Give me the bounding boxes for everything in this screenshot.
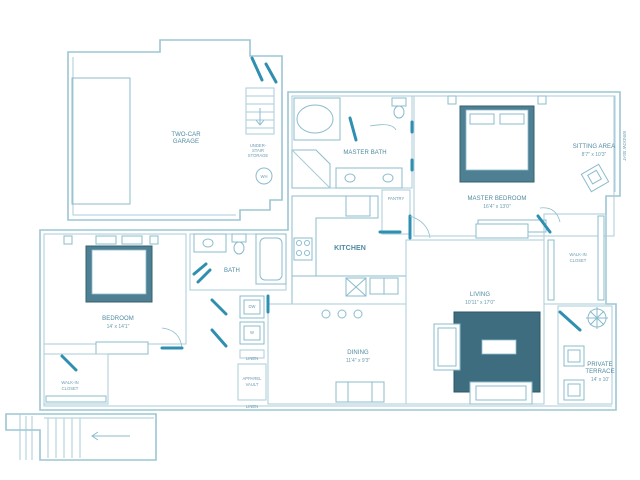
hall-door-2[interactable] [210,328,228,348]
garage: TWO-CAR GARAGE UNDER- STAIR STORAGE WH [67,39,283,221]
walk-in-closet-master: WALK-IN CLOSET [536,207,607,305]
master-bedroom-label: MASTER BEDROOM [467,196,526,202]
apparel-vault-label-1: APPAREL [242,376,262,381]
stool-3 [353,309,363,319]
bath-door-1[interactable] [192,262,208,276]
bath-tub-icon [255,233,287,285]
master-closet-door[interactable] [536,214,552,234]
living-label: LIVING [470,292,491,298]
bath: BATH [189,233,287,291]
garage-door-track [71,77,131,205]
master-bath-door[interactable] [348,116,358,142]
master-bedroom-dims: 16'4" x 13'0" [483,204,511,210]
sitting-chair-icon [580,163,610,193]
master-bath-label: MASTER BATH [343,150,386,156]
dining: DINING 11'4" x 9'3" [267,303,407,405]
water-heater-label: WH [261,174,268,179]
under-stair-label-1: UNDER- [250,143,267,148]
w-label: W [250,330,254,335]
sink-icon-2 [382,173,394,183]
terrace-dims: 14' x 10' [591,377,609,383]
garage-door-2[interactable] [264,62,278,84]
dining-table-icon [335,381,385,403]
apparel-vault-label-2: VAULT [246,382,259,387]
tv-console [475,223,529,239]
kitchen-counter [291,195,379,277]
under-stair-label-2: STAIR [252,148,264,153]
bath-label: BATH [224,268,240,274]
bedroom-dims: 14' x 14'1" [107,324,130,330]
terrace-chair-2 [563,379,585,401]
fridge-icon [345,195,371,217]
garage-label-1: TWO-CAR [171,132,201,138]
stool-1 [321,309,331,319]
sitting-area-label: SITTING AREA [573,144,616,150]
closet-door[interactable] [60,354,78,372]
bedroom-dresser [95,341,149,355]
kitchen: KITCHEN [291,195,407,319]
sofa-icon [469,381,533,405]
terrace-chair-1 [563,345,585,367]
bedroom-label: BEDROOM [102,316,134,322]
master-bedroom: MASTER BEDROOM 16'4" x 13'0" SITTING ARE… [413,95,627,237]
terrace-label-1: PRIVATE [587,362,612,368]
tub-icon [296,104,334,134]
garage-label-2: GARAGE [173,139,199,145]
living-dims: 10'11" x 17'0" [465,300,495,306]
closet-label-1: WALK-IN [61,380,78,385]
living: LIVING 10'11" x 17'0" [405,223,582,405]
pantry: PANTRY [381,189,431,240]
water-heater-icon [255,167,273,185]
stool-2 [337,309,347,319]
range-icon [293,237,313,261]
garage-door-1[interactable] [250,56,264,82]
linen-lower-label: LINEN [246,404,258,409]
terrace-door[interactable] [558,310,582,332]
terrace-label-2: TERRACE [585,369,614,375]
toilet-icon [393,105,405,119]
sink-icon-1 [344,173,356,183]
bath-vanity [193,233,227,253]
entry-stairs [5,413,157,461]
washer-icon [239,295,265,319]
walk-in-closet: WALK-IN CLOSET [43,353,109,405]
pantry-label: PANTRY [388,196,405,201]
private-terrace: PRIVATE TERRACE 14' x 10' [557,305,615,405]
master-closet-label-2: CLOSET [570,258,587,263]
closet-label-2: CLOSET [62,386,79,391]
bedroom: BEDROOM 14' x 14'1" [43,233,187,355]
linen-upper-label: LINEN [246,356,258,361]
window-seat-label: WINDOW SEAT [622,131,627,162]
dining-label: DINING [347,350,369,356]
kitchen-label: KITCHEN [334,245,366,252]
dining-dims: 11'4" x 9'3" [346,358,370,364]
bath-sink-icon [202,238,214,248]
sitting-area-dims: 8'7" x 10'3" [582,152,607,158]
dw-label: DW [249,304,256,309]
garage-stairs [245,87,275,135]
master-bath: MASTER BATH [291,95,414,189]
hall-door-1[interactable] [210,298,228,316]
hallway: DW W LINEN APPAREL VAULT LINEN [210,294,270,409]
bath-toilet-icon [233,241,245,255]
under-stair-label-3: STORAGE [248,153,269,158]
dryer-icon [239,321,265,345]
coffee-table-icon [481,339,517,355]
master-closet-label-1: WALK-IN [569,252,586,257]
stair-arrow-icon [91,431,130,441]
bath-door-2[interactable] [196,268,212,284]
